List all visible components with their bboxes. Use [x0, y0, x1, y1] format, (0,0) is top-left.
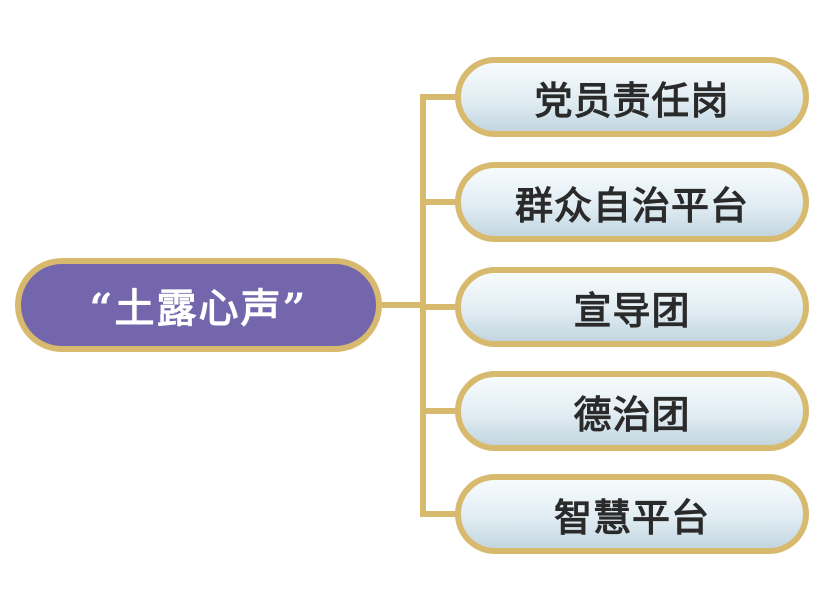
branch-node-smart-platform: 智慧平台 [455, 474, 809, 554]
branch-node-label: 德治团 [573, 392, 691, 437]
branch-node-party-member-post: 党员责任岗 [455, 57, 809, 137]
root-node: “土露心声” [15, 258, 382, 352]
branch-node-label: 群众自治平台 [514, 183, 749, 228]
branch-node-label: 宣导团 [573, 288, 691, 333]
branch-node-mass-self-governance: 群众自治平台 [455, 162, 809, 242]
branch-node-moral-governance-team: 德治团 [455, 371, 809, 451]
branch-node-publicity-team: 宣导团 [455, 267, 809, 347]
branch-node-label: 智慧平台 [553, 495, 710, 540]
root-node-label: “土露心声” [89, 285, 308, 332]
branch-node-label: 党员责任岗 [534, 78, 730, 123]
